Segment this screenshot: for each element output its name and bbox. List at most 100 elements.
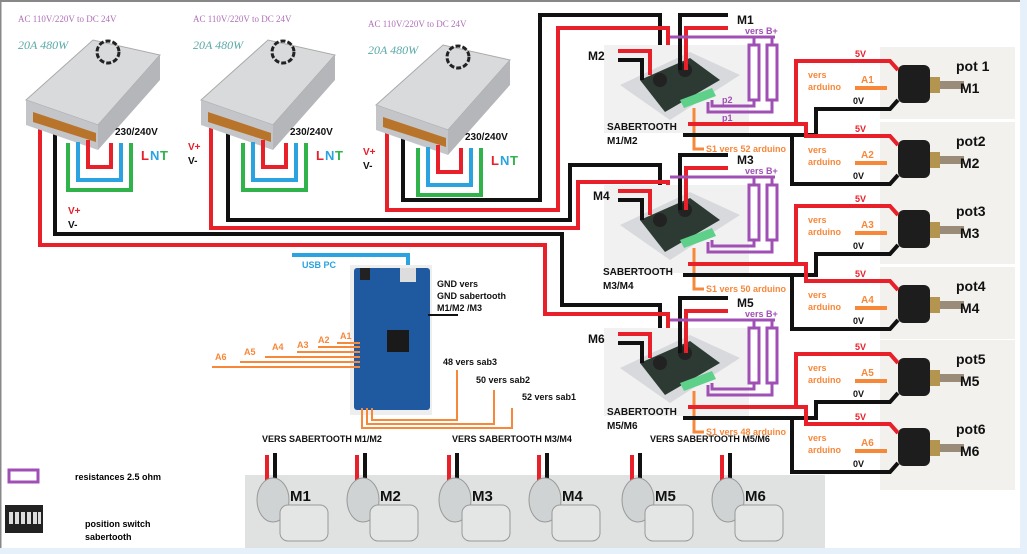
gnd-label: M1/M2 /M3: [437, 303, 482, 313]
motor-a-label: M1: [737, 13, 754, 27]
motor-group-label: VERS SABERTOOTH M1/M2: [262, 434, 382, 444]
resistor: [747, 326, 761, 385]
analog-label: A4: [861, 295, 874, 306]
motor-2: M2: [346, 453, 419, 542]
legend: resistances 2.5 ohm position switch sabe…: [5, 468, 161, 542]
motor-b-label: M6: [588, 332, 605, 346]
vminus-label: V-: [68, 220, 77, 231]
pot-name: pot3: [956, 203, 986, 219]
motor-can: [461, 504, 511, 542]
5v-label: 5V: [855, 194, 866, 204]
to-label-2: arduino: [808, 302, 842, 312]
motor-b-label: M2: [588, 49, 605, 63]
fan-icon: [270, 39, 296, 65]
usb-cable: [292, 253, 410, 268]
psu-rating: 20A 480W: [368, 43, 419, 57]
s1-wire: [692, 248, 704, 291]
pot-name: pot 1: [956, 58, 990, 74]
pcb: [640, 58, 720, 112]
analog-pin-label: A3: [297, 340, 309, 350]
live-wire: [261, 140, 288, 169]
sabertooth-motors-label: M3/M4: [603, 281, 634, 292]
motor-b-pos: [618, 332, 652, 358]
usb-label: USB PC: [302, 260, 337, 270]
resistor: [747, 183, 761, 242]
lnt-l: L: [141, 148, 149, 163]
p1-wire: [706, 383, 774, 397]
lnt-l: L: [491, 153, 499, 168]
pot-nut: [930, 297, 940, 313]
5v-label: 5V: [855, 269, 866, 279]
gnd-label: GND sabertooth: [437, 291, 506, 301]
s1-wire: [692, 391, 704, 434]
analog-pin-label: A1: [340, 331, 352, 341]
analog-pin-label: A5: [244, 347, 256, 357]
psu-spec: AC 110V/220V to DC 24V: [193, 14, 292, 24]
to-label: vers: [808, 290, 827, 300]
0v-label: 0V: [853, 389, 864, 399]
motor-can: [644, 504, 694, 542]
p1-wire: [706, 100, 774, 114]
pot-shaft: [940, 301, 964, 309]
resistor: [765, 183, 779, 242]
pin48-label: 48 vers sab3: [443, 357, 497, 367]
analog-label: A1: [861, 75, 874, 86]
pot-body: [898, 285, 930, 323]
psu-side: [98, 55, 160, 150]
pot-motor: M6: [960, 443, 980, 459]
pot-motor: M2: [960, 155, 980, 171]
0v-label: 0V: [853, 241, 864, 251]
p1-wire: [706, 240, 774, 254]
capacitor: [653, 73, 667, 87]
motor-a-pos: [684, 309, 728, 353]
motor-label: M6: [745, 488, 766, 505]
switch-legend-label-2: sabertooth: [85, 532, 132, 542]
pot-name: pot6: [956, 421, 986, 437]
motor-label: M1: [290, 488, 311, 505]
pot-body: [898, 428, 930, 466]
motor-a-pos: [684, 166, 728, 210]
motor-group-label: VERS SABERTOOTH M3/M4: [452, 434, 572, 444]
lnt-t: T: [510, 153, 518, 168]
pcb: [640, 341, 720, 395]
neutral-wire: [76, 142, 123, 182]
sabertooth-label: SABERTOOTH: [607, 407, 677, 418]
motor-a-label: M5: [737, 296, 754, 310]
0v-label: 0V: [853, 96, 864, 106]
p2-wire: [710, 240, 756, 248]
motor-can: [279, 504, 329, 542]
resistor: [765, 43, 779, 102]
motor-can: [369, 504, 419, 542]
pot-body: [898, 210, 930, 248]
motor-b-neg: [618, 198, 644, 220]
motor-b-label: M4: [593, 189, 610, 203]
pot-nut: [930, 222, 940, 238]
to-label-2: arduino: [808, 375, 842, 385]
pot-body: [898, 65, 930, 103]
to-label: vers: [808, 145, 827, 155]
motor-1: M1: [256, 453, 329, 542]
resistor: [765, 326, 779, 385]
psu-spec: AC 110V/220V to DC 24V: [18, 14, 117, 24]
neutral-wire: [426, 147, 473, 187]
fan-icon: [95, 39, 121, 65]
analog-label: A2: [861, 150, 874, 161]
s1-label: S1 vers 52 arduino: [706, 144, 787, 154]
pot-name: pot4: [956, 278, 986, 294]
pot-body: [898, 140, 930, 178]
power-wires: [38, 13, 670, 350]
pin50-wire: [366, 390, 495, 425]
p1-label: p1: [722, 113, 733, 123]
sabertooth-motors-label: M1/M2: [607, 136, 638, 147]
0v-wire: [683, 416, 900, 474]
live-wire: [86, 140, 113, 169]
microcontroller: [387, 330, 409, 352]
to-label: vers: [808, 215, 827, 225]
psu-mains-label: 230/240V: [290, 127, 333, 138]
